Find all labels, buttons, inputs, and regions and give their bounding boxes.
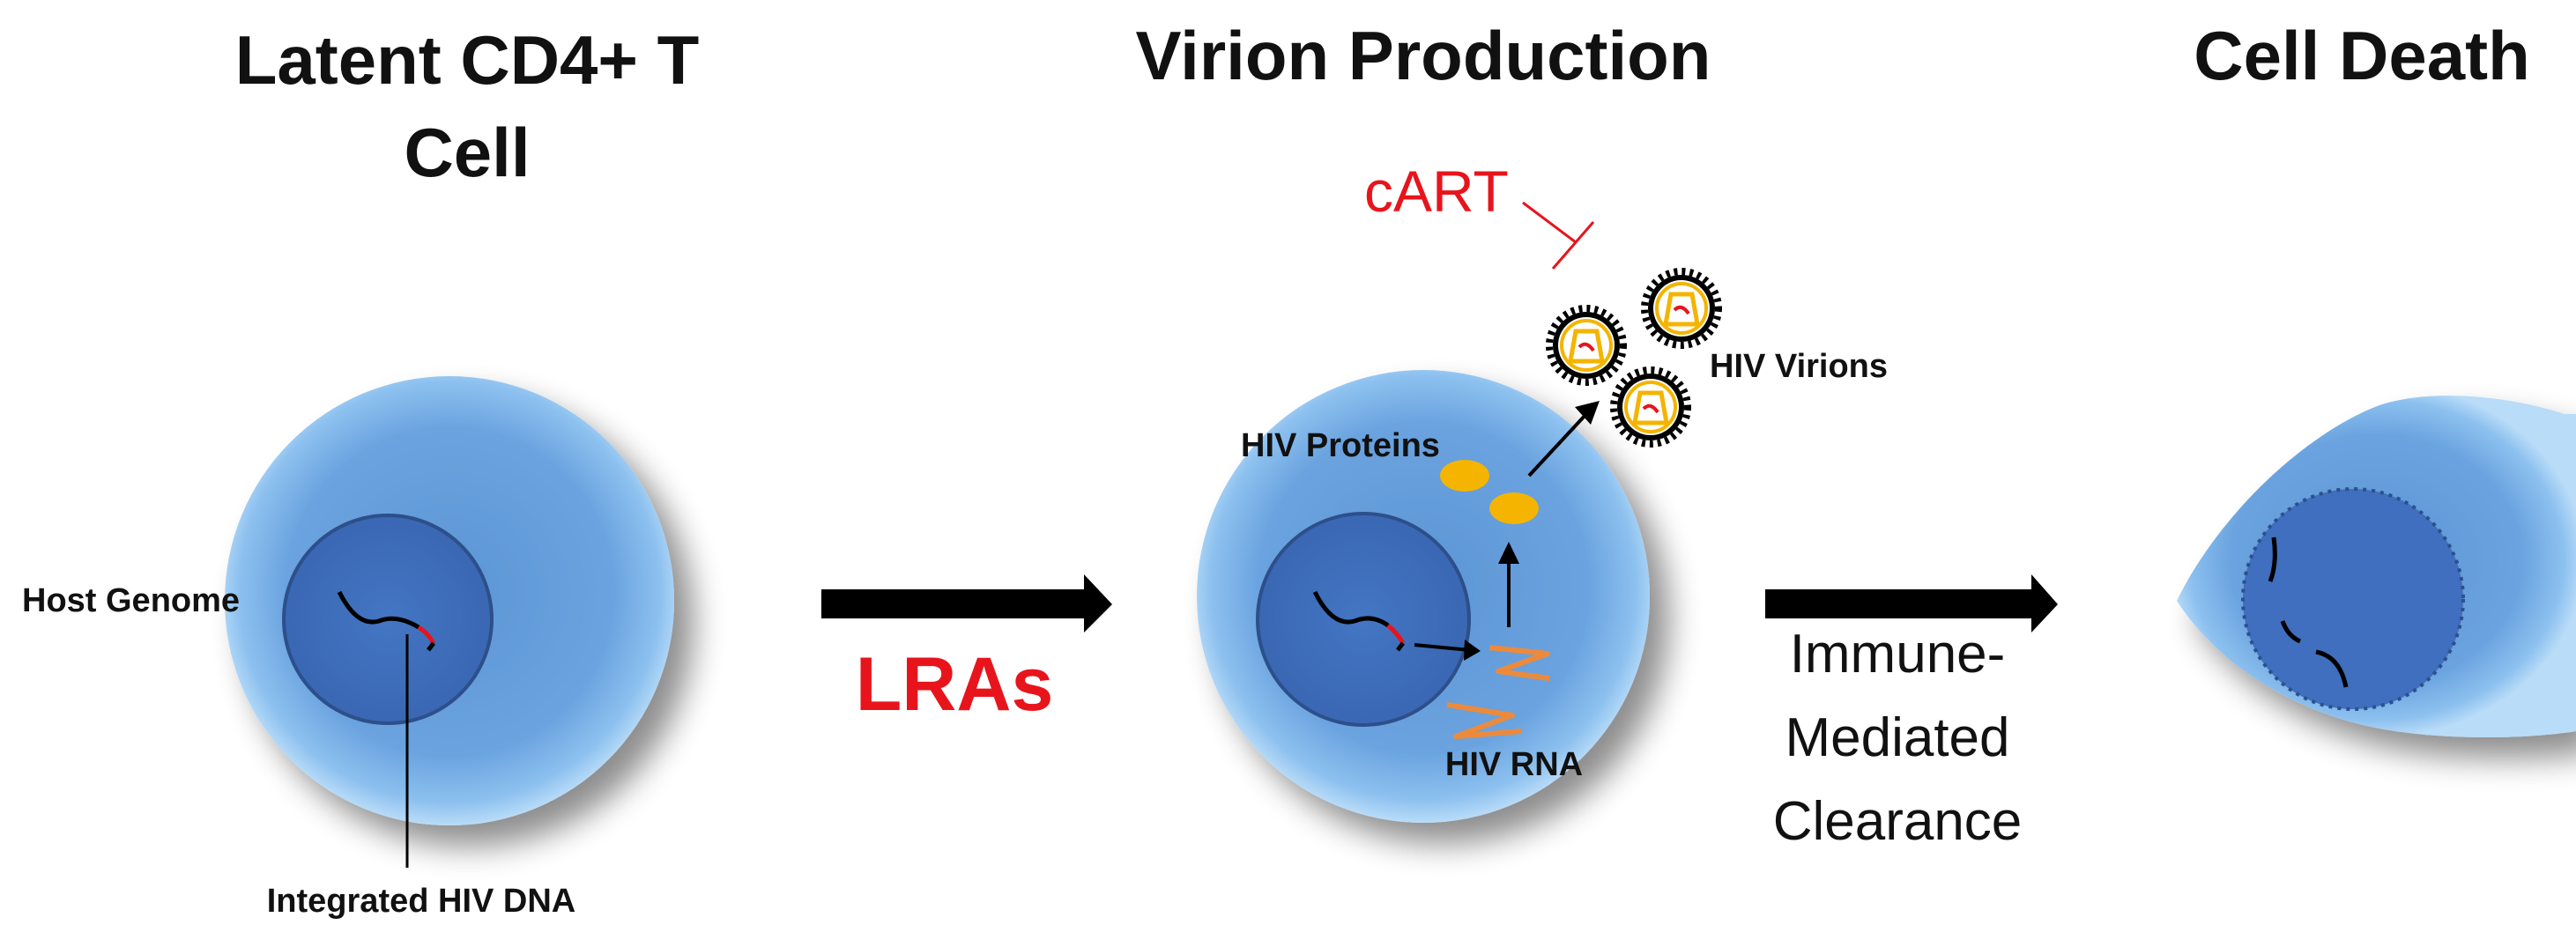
dying-cell-nucleus (2241, 487, 2465, 711)
host-genome-label: Host Genome (22, 582, 240, 619)
budding-arrow (1527, 412, 1588, 477)
hiv-proteins-label: HIV Proteins (1241, 427, 1440, 464)
dna-fragment-3 (2315, 649, 2349, 688)
producing-hiv-segment (1386, 624, 1406, 645)
host-dna-strand (337, 590, 420, 630)
hiv-rna-label: HIV RNA (1445, 746, 1583, 783)
virion-3 (1610, 366, 1691, 448)
virion-1 (1546, 305, 1627, 386)
producing-dna-strand (1312, 590, 1390, 628)
producing-cell (1197, 370, 1650, 823)
dna-fragment-1 (2268, 536, 2277, 582)
clearance-label-line3: Clearance (1773, 791, 2023, 852)
stage1-title-line1: Latent CD4+ T (235, 21, 700, 99)
cart-label: cART (1364, 159, 1509, 224)
hiv-protein-2 (1489, 492, 1539, 524)
stage2-title: Virion Production (1136, 17, 1711, 94)
dna-fragment-2 (2280, 620, 2302, 644)
cart-inhibition-symbol (1522, 201, 1595, 270)
latent-cell (225, 376, 674, 868)
dying-cell (2177, 396, 2576, 737)
stage3-title: Cell Death (2194, 17, 2529, 94)
clearance-label-line2: Mediated (1785, 707, 2009, 768)
clearance-arrow (1765, 574, 2058, 633)
hiv-protein-1 (1440, 460, 1489, 492)
hiv-rna-strand-2 (1446, 702, 1522, 739)
lras-arrow (821, 574, 1112, 633)
integrated-dna-label: Integrated HIV DNA (267, 883, 575, 920)
transcription-arrow (1414, 643, 1471, 652)
hiv-virions-label: HIV Virions (1710, 348, 1888, 385)
lras-label: LRAs (856, 642, 1054, 727)
virion-2 (1641, 268, 1722, 349)
hiv-rna-strand-1 (1488, 645, 1550, 681)
stage1-title-line2: Cell (404, 114, 530, 191)
integrated-hiv-segment (417, 625, 436, 645)
clearance-label-line1: Immune- (1790, 624, 2006, 684)
